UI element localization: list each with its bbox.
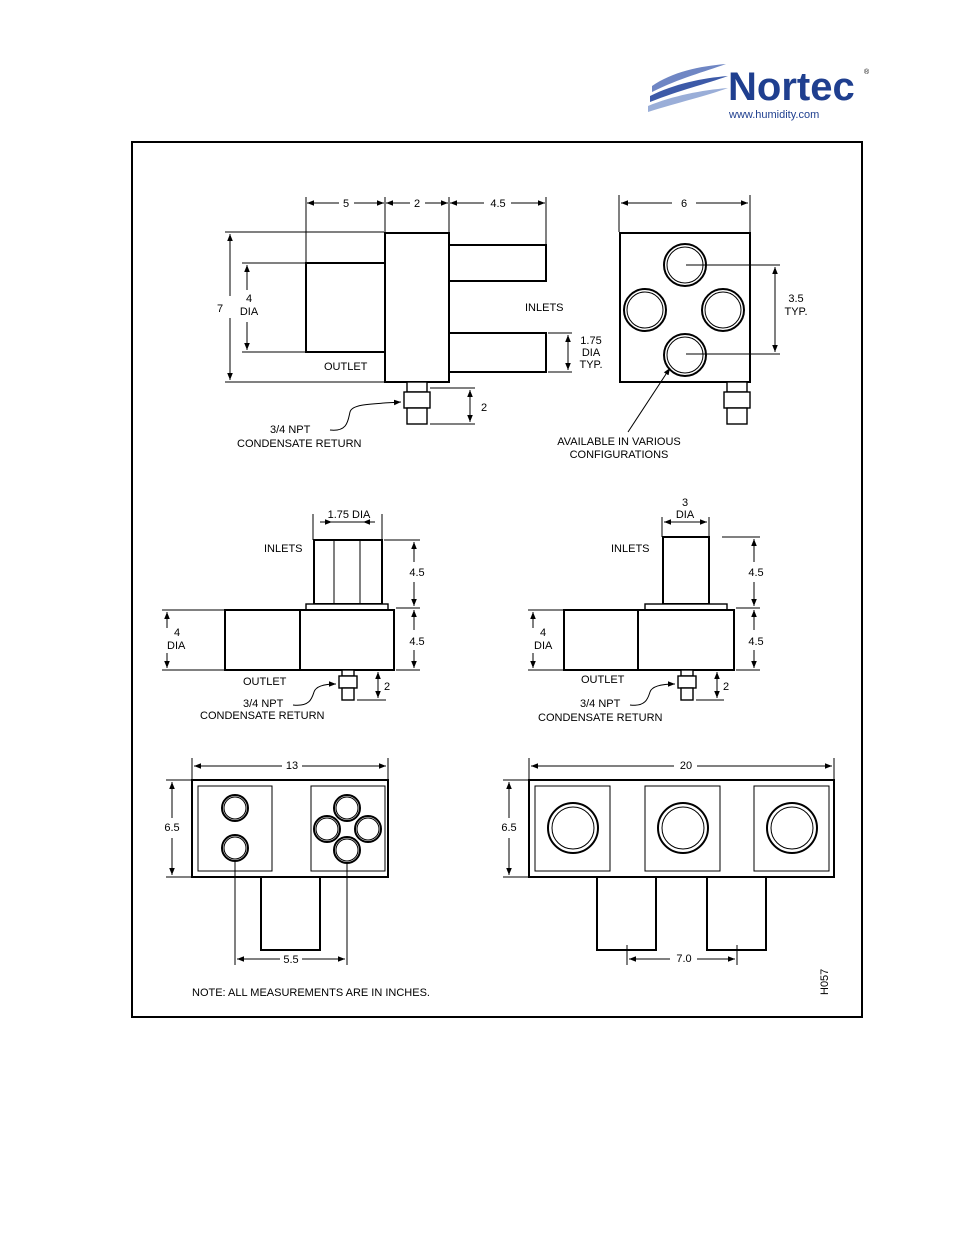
- triple-unit-view: 20 6.5 7.0: [501, 758, 835, 965]
- small-condensate-line1: 3/4 NPT: [243, 698, 284, 710]
- configuration-note-line2: CONFIGURATIONS: [570, 449, 669, 461]
- large-inlet-diameter-unit: DIA: [676, 509, 695, 521]
- double-right-panel: [310, 785, 386, 872]
- wave-icon: [648, 64, 728, 112]
- small-outlet-diameter-unit: DIA: [167, 640, 186, 652]
- large-dim-condensate: 2: [723, 681, 729, 693]
- small-outlet-duct: [224, 609, 301, 671]
- triple-dim-height: 6.5: [501, 822, 516, 834]
- large-dim-body-height: 4.5: [748, 636, 763, 648]
- double-dim-spacing: 5.5: [283, 954, 298, 966]
- dim-inlet-spacing-typ: TYP.: [784, 306, 807, 318]
- large-inlet: [662, 536, 710, 605]
- small-dim-inlet-height: 4.5: [409, 567, 424, 579]
- drawing-code: H057: [819, 969, 831, 995]
- dim-inlet-length: 4.5: [490, 198, 505, 210]
- double-unit-view: 13 6.5 5.5: [164, 758, 389, 966]
- large-body: [637, 609, 735, 671]
- large-dim-inlet-height: 4.5: [748, 567, 763, 579]
- brand-name: Nortec: [728, 65, 855, 109]
- large-condensate-line1: 3/4 NPT: [580, 698, 621, 710]
- configuration-note-line1: AVAILABLE IN VARIOUS: [557, 436, 681, 448]
- dim-body-width: 2: [414, 198, 420, 210]
- inlet-circle-right: [701, 288, 745, 332]
- large-inlet-diameter: 3: [682, 497, 688, 509]
- top-view-small-inlets: 1.75 DIA INLETS 4.5 4.5 4 DIA OUTLET 2: [162, 509, 425, 722]
- inlet-pipe-upper: [448, 244, 547, 282]
- double-outlet: [260, 876, 321, 951]
- top-view-large-inlet: 3 DIA INLETS 4.5 4.5 4 DIA OUTLET 2 3/4 …: [528, 497, 764, 724]
- double-dim-width: 13: [286, 760, 298, 772]
- inlet-diameter: 1.75: [580, 335, 601, 347]
- outlet-duct: [305, 262, 386, 353]
- measurement-note: NOTE: ALL MEASUREMENTS ARE IN INCHES.: [192, 987, 430, 999]
- inlet-diameter-typ: TYP.: [579, 359, 602, 371]
- triple-panel-3: [753, 785, 830, 872]
- double-dim-height: 6.5: [164, 822, 179, 834]
- label-outlet: OUTLET: [324, 361, 368, 373]
- inlet-circle-bottom: [663, 333, 707, 377]
- humidifier-body: [384, 232, 450, 383]
- side-view-4-inlet: 5 2 4.5 7 4 DIA INLETS OUTLET: [217, 197, 603, 450]
- inlet-diameter-unit: DIA: [582, 347, 601, 359]
- nortec-logo: Nortec ® www.humidity.com: [648, 64, 870, 121]
- label-inlets: INLETS: [525, 302, 564, 314]
- large-label-outlet: OUTLET: [581, 674, 625, 686]
- small-inlet-stack: [313, 539, 383, 605]
- triple-panel-2: [644, 785, 721, 872]
- front-view-4-inlet: 6 3.5 TYP. AVAILABLE IN VARIOUS CONFIGUR…: [557, 195, 808, 461]
- large-outlet-diameter: 4: [540, 627, 546, 639]
- small-label-inlets: INLETS: [264, 543, 303, 555]
- outlet-diameter: 4: [246, 293, 252, 305]
- dim-height: 7: [217, 303, 223, 315]
- condensate-label-line1: 3/4 NPT: [270, 424, 311, 436]
- large-condensate-line2: CONDENSATE RETURN: [538, 712, 663, 724]
- large-label-inlets: INLETS: [611, 543, 650, 555]
- small-condensate-line2: CONDENSATE RETURN: [200, 710, 325, 722]
- small-dim-condensate: 2: [384, 681, 390, 693]
- small-outlet-diameter: 4: [174, 627, 180, 639]
- triple-dim-spacing: 7.0: [676, 953, 691, 965]
- drawing-frame: [131, 141, 863, 1018]
- inlet-pipe-lower: [448, 332, 547, 373]
- small-dim-body-height: 4.5: [409, 636, 424, 648]
- triple-dim-width: 20: [680, 760, 692, 772]
- triple-panel-1: [534, 785, 611, 872]
- large-outlet-diameter-unit: DIA: [534, 640, 553, 652]
- small-label-outlet: OUTLET: [243, 676, 287, 688]
- triple-outlet-right: [706, 876, 767, 951]
- small-body: [299, 609, 395, 671]
- brand-url: www.humidity.com: [728, 109, 819, 121]
- triple-outlet-left: [596, 876, 657, 951]
- dim-condensate: 2: [481, 402, 487, 414]
- outlet-diameter-unit: DIA: [240, 306, 259, 318]
- inlet-circle-left: [623, 288, 667, 332]
- dim-outlet-length: 5: [343, 198, 349, 210]
- condensate-fitting: [403, 391, 431, 409]
- registered-mark: ®: [864, 68, 870, 76]
- condensate-label-line2: CONDENSATE RETURN: [237, 438, 362, 450]
- dim-inlet-spacing: 3.5: [788, 293, 803, 305]
- large-outlet-duct: [563, 609, 639, 671]
- dim-small-inlet-diameter: 1.75 DIA: [328, 509, 371, 521]
- dim-front-width: 6: [681, 198, 687, 210]
